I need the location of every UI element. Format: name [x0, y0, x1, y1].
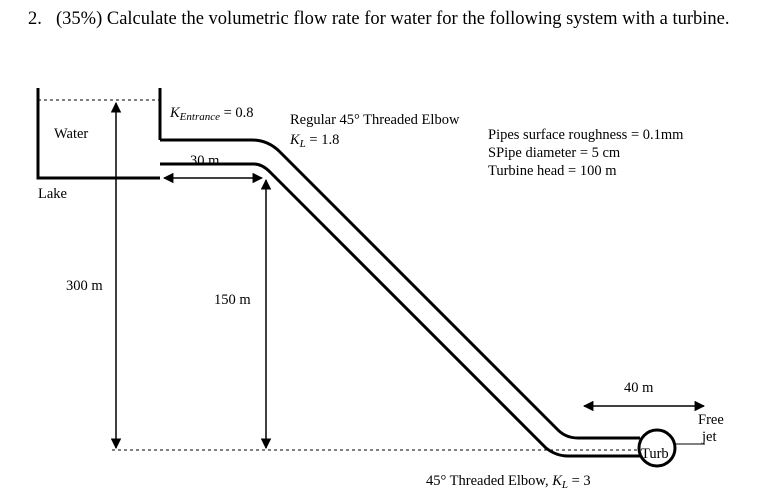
elbow-bottom-label: 45° Threaded Elbow, KL = 3	[426, 473, 591, 491]
pipe	[160, 138, 640, 458]
turbine-icon	[637, 428, 677, 468]
dim-40m-label: 40 m	[624, 380, 654, 396]
turbine-label: Turb	[641, 446, 669, 462]
question-text: (35%) Calculate the volumetric flow rate…	[56, 9, 730, 29]
dim-300m-label: 300 m	[66, 278, 103, 294]
k-entrance-label: KEntrance = 0.8	[169, 105, 254, 123]
spec-diameter: SPipe diameter = 5 cm	[488, 145, 621, 161]
water-label: Water	[54, 126, 88, 142]
free-jet-label-2: jet	[701, 429, 717, 445]
lake-label: Lake	[38, 186, 67, 202]
pipe-lower-wall	[160, 162, 640, 458]
dim-30m-label: 30 m	[190, 153, 220, 169]
spec-roughness: Pipes surface roughness = 0.1mm	[488, 127, 684, 143]
question-number: 2.	[28, 9, 42, 29]
pipe-upper-wall	[160, 138, 640, 440]
elbow-top-k: KL = 1.8	[289, 132, 339, 150]
spec-turbine-head: Turbine head = 100 m	[488, 163, 617, 179]
elbow-top-title: Regular 45° Threaded Elbow	[290, 112, 460, 128]
free-jet-label-1: Free	[698, 412, 724, 428]
dim-150m-label: 150 m	[214, 292, 251, 308]
